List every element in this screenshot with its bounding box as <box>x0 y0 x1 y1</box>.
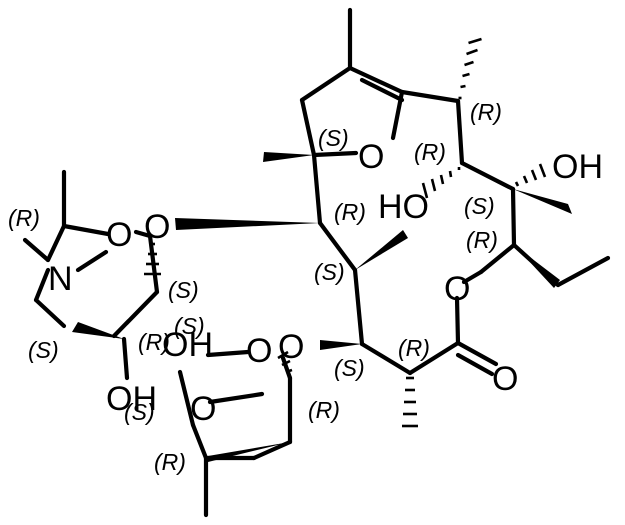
stereo-label: (S) <box>314 259 345 285</box>
atom-o-sugar2-ring: O <box>246 332 272 370</box>
stereo-label: (R) <box>308 397 340 423</box>
stereo-label: (S) <box>464 193 495 219</box>
atom-o-glyco-top: O <box>144 208 170 246</box>
wedge-bonds <box>72 152 572 462</box>
atom-oh-right: OH <box>552 148 603 186</box>
stereo-label: (R) <box>334 199 366 225</box>
atom-o-glyco-mid: O <box>278 328 304 366</box>
atom-ho-center: HO <box>378 188 429 226</box>
stereo-label: (S) <box>168 277 199 303</box>
hash-bonds <box>144 37 547 428</box>
atom-o-oxazine: O <box>106 216 132 254</box>
stereo-label: (S) <box>124 399 155 425</box>
stereo-label: (S) <box>318 125 349 151</box>
stereo-label: (S) <box>28 337 59 363</box>
atom-labels: O OH HO O O O O N OH O O OH O <box>48 138 603 428</box>
atom-n-oxazine: N <box>48 260 73 298</box>
stereo-labels: (S) (R) (R) (S) (R) (R) (S) (S) (R) (R) … <box>8 99 502 475</box>
atom-o-carbonyl: O <box>492 360 518 398</box>
stereo-label: (R) <box>8 205 40 231</box>
atom-oh-sugar2: OH <box>162 326 213 364</box>
stereo-label: (R) <box>398 335 430 361</box>
atom-o-ester: O <box>444 270 470 308</box>
stereo-label: (R) <box>414 139 446 165</box>
stereo-label: (R) <box>470 99 502 125</box>
atom-o-methoxy: O <box>190 390 216 428</box>
stereo-label: (R) <box>154 449 186 475</box>
stereo-label: (S) <box>174 313 205 339</box>
atom-o-furan: O <box>358 138 384 176</box>
stereo-label: (R) <box>138 329 170 355</box>
stereo-label: (R) <box>466 227 498 253</box>
stereo-label: (S) <box>334 355 365 381</box>
atom-oh-sugar1: OH <box>106 380 157 418</box>
